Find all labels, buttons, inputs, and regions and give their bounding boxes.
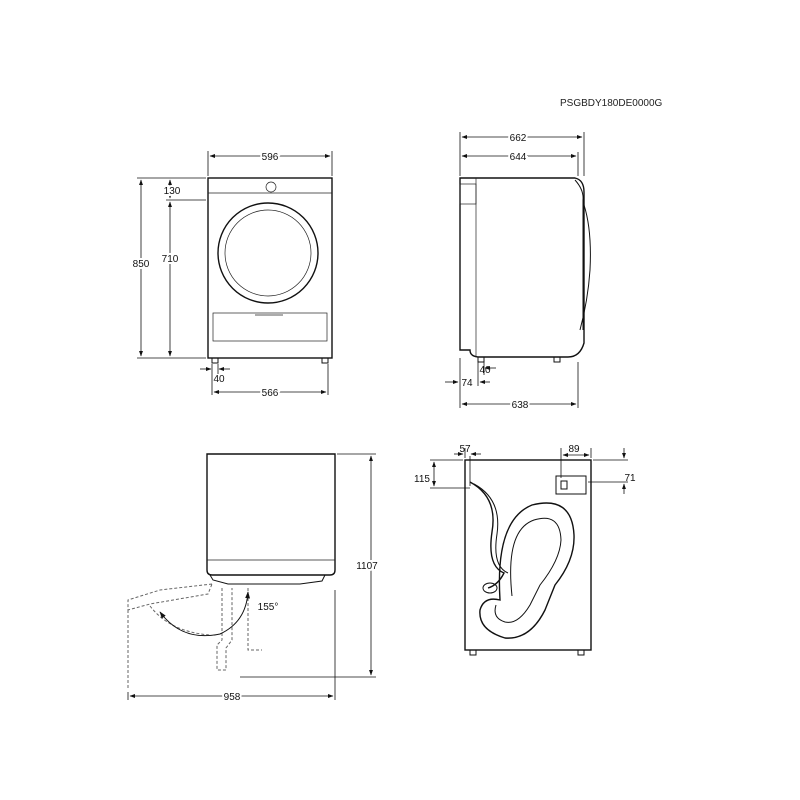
dim-front-top-to-door: 130 bbox=[164, 186, 181, 197]
door-glass bbox=[224, 209, 312, 297]
side-foot-back bbox=[477, 356, 485, 363]
dim-front-height: 850 bbox=[133, 259, 150, 270]
program-knob-icon bbox=[265, 181, 277, 193]
front-view: 596 850 130 710 40 566 bbox=[131, 150, 333, 401]
dim-front-width: 596 bbox=[262, 152, 279, 163]
front-foot-left bbox=[211, 357, 219, 364]
door-hinge-plate bbox=[209, 574, 326, 585]
side-view: 662 644 40 74 638 bbox=[445, 131, 591, 413]
dim-front-foot-inset: 40 bbox=[213, 374, 225, 385]
back-foot-left bbox=[469, 649, 477, 656]
side-cabinet bbox=[459, 177, 585, 358]
front-cabinet bbox=[207, 177, 333, 359]
dim-back-outlet-top: 71 bbox=[624, 473, 636, 484]
back-foot-right bbox=[577, 649, 585, 656]
door-swing-view: 155° 1107 958 bbox=[127, 453, 380, 705]
dim-side-back-offset: 74 bbox=[461, 378, 473, 389]
dim-side-total-depth: 662 bbox=[510, 133, 527, 144]
dim-back-hose-left: 57 bbox=[459, 444, 471, 455]
outlet-connector-icon bbox=[560, 480, 568, 490]
front-foot-right bbox=[321, 357, 329, 364]
dim-front-foot-span: 566 bbox=[262, 388, 279, 399]
side-foot-front bbox=[553, 356, 561, 363]
side-door-bulge bbox=[579, 204, 591, 331]
open-door-side bbox=[216, 588, 233, 671]
door-outer-ring bbox=[217, 202, 319, 304]
drain-hose bbox=[469, 481, 505, 589]
condenser-housing bbox=[479, 502, 575, 639]
model-code: PSGBDY180DE0000G bbox=[560, 98, 663, 109]
side-back-panel bbox=[459, 183, 477, 205]
door-swing-arc bbox=[159, 591, 251, 637]
dim-back-outlet-right: 89 bbox=[568, 444, 580, 455]
top-cabinet bbox=[206, 453, 336, 576]
dim-side-base-depth: 638 bbox=[512, 400, 529, 411]
dim-door-total-height: 1107 bbox=[356, 561, 378, 572]
dim-door-angle: 155° bbox=[258, 602, 279, 613]
back-view: 57 115 89 71 bbox=[412, 444, 636, 656]
back-cabinet bbox=[464, 459, 592, 651]
filter-panel bbox=[212, 312, 328, 342]
dim-side-body-depth: 644 bbox=[510, 152, 527, 163]
dim-front-door-height: 710 bbox=[162, 254, 179, 265]
water-outlet-box bbox=[555, 475, 587, 495]
dim-back-hose-top: 115 bbox=[414, 474, 430, 485]
open-door-top bbox=[127, 583, 213, 611]
hose-end-icon bbox=[482, 582, 498, 594]
dim-side-foot-from-back: 40 bbox=[479, 365, 491, 376]
dim-door-total-width: 958 bbox=[224, 692, 241, 703]
